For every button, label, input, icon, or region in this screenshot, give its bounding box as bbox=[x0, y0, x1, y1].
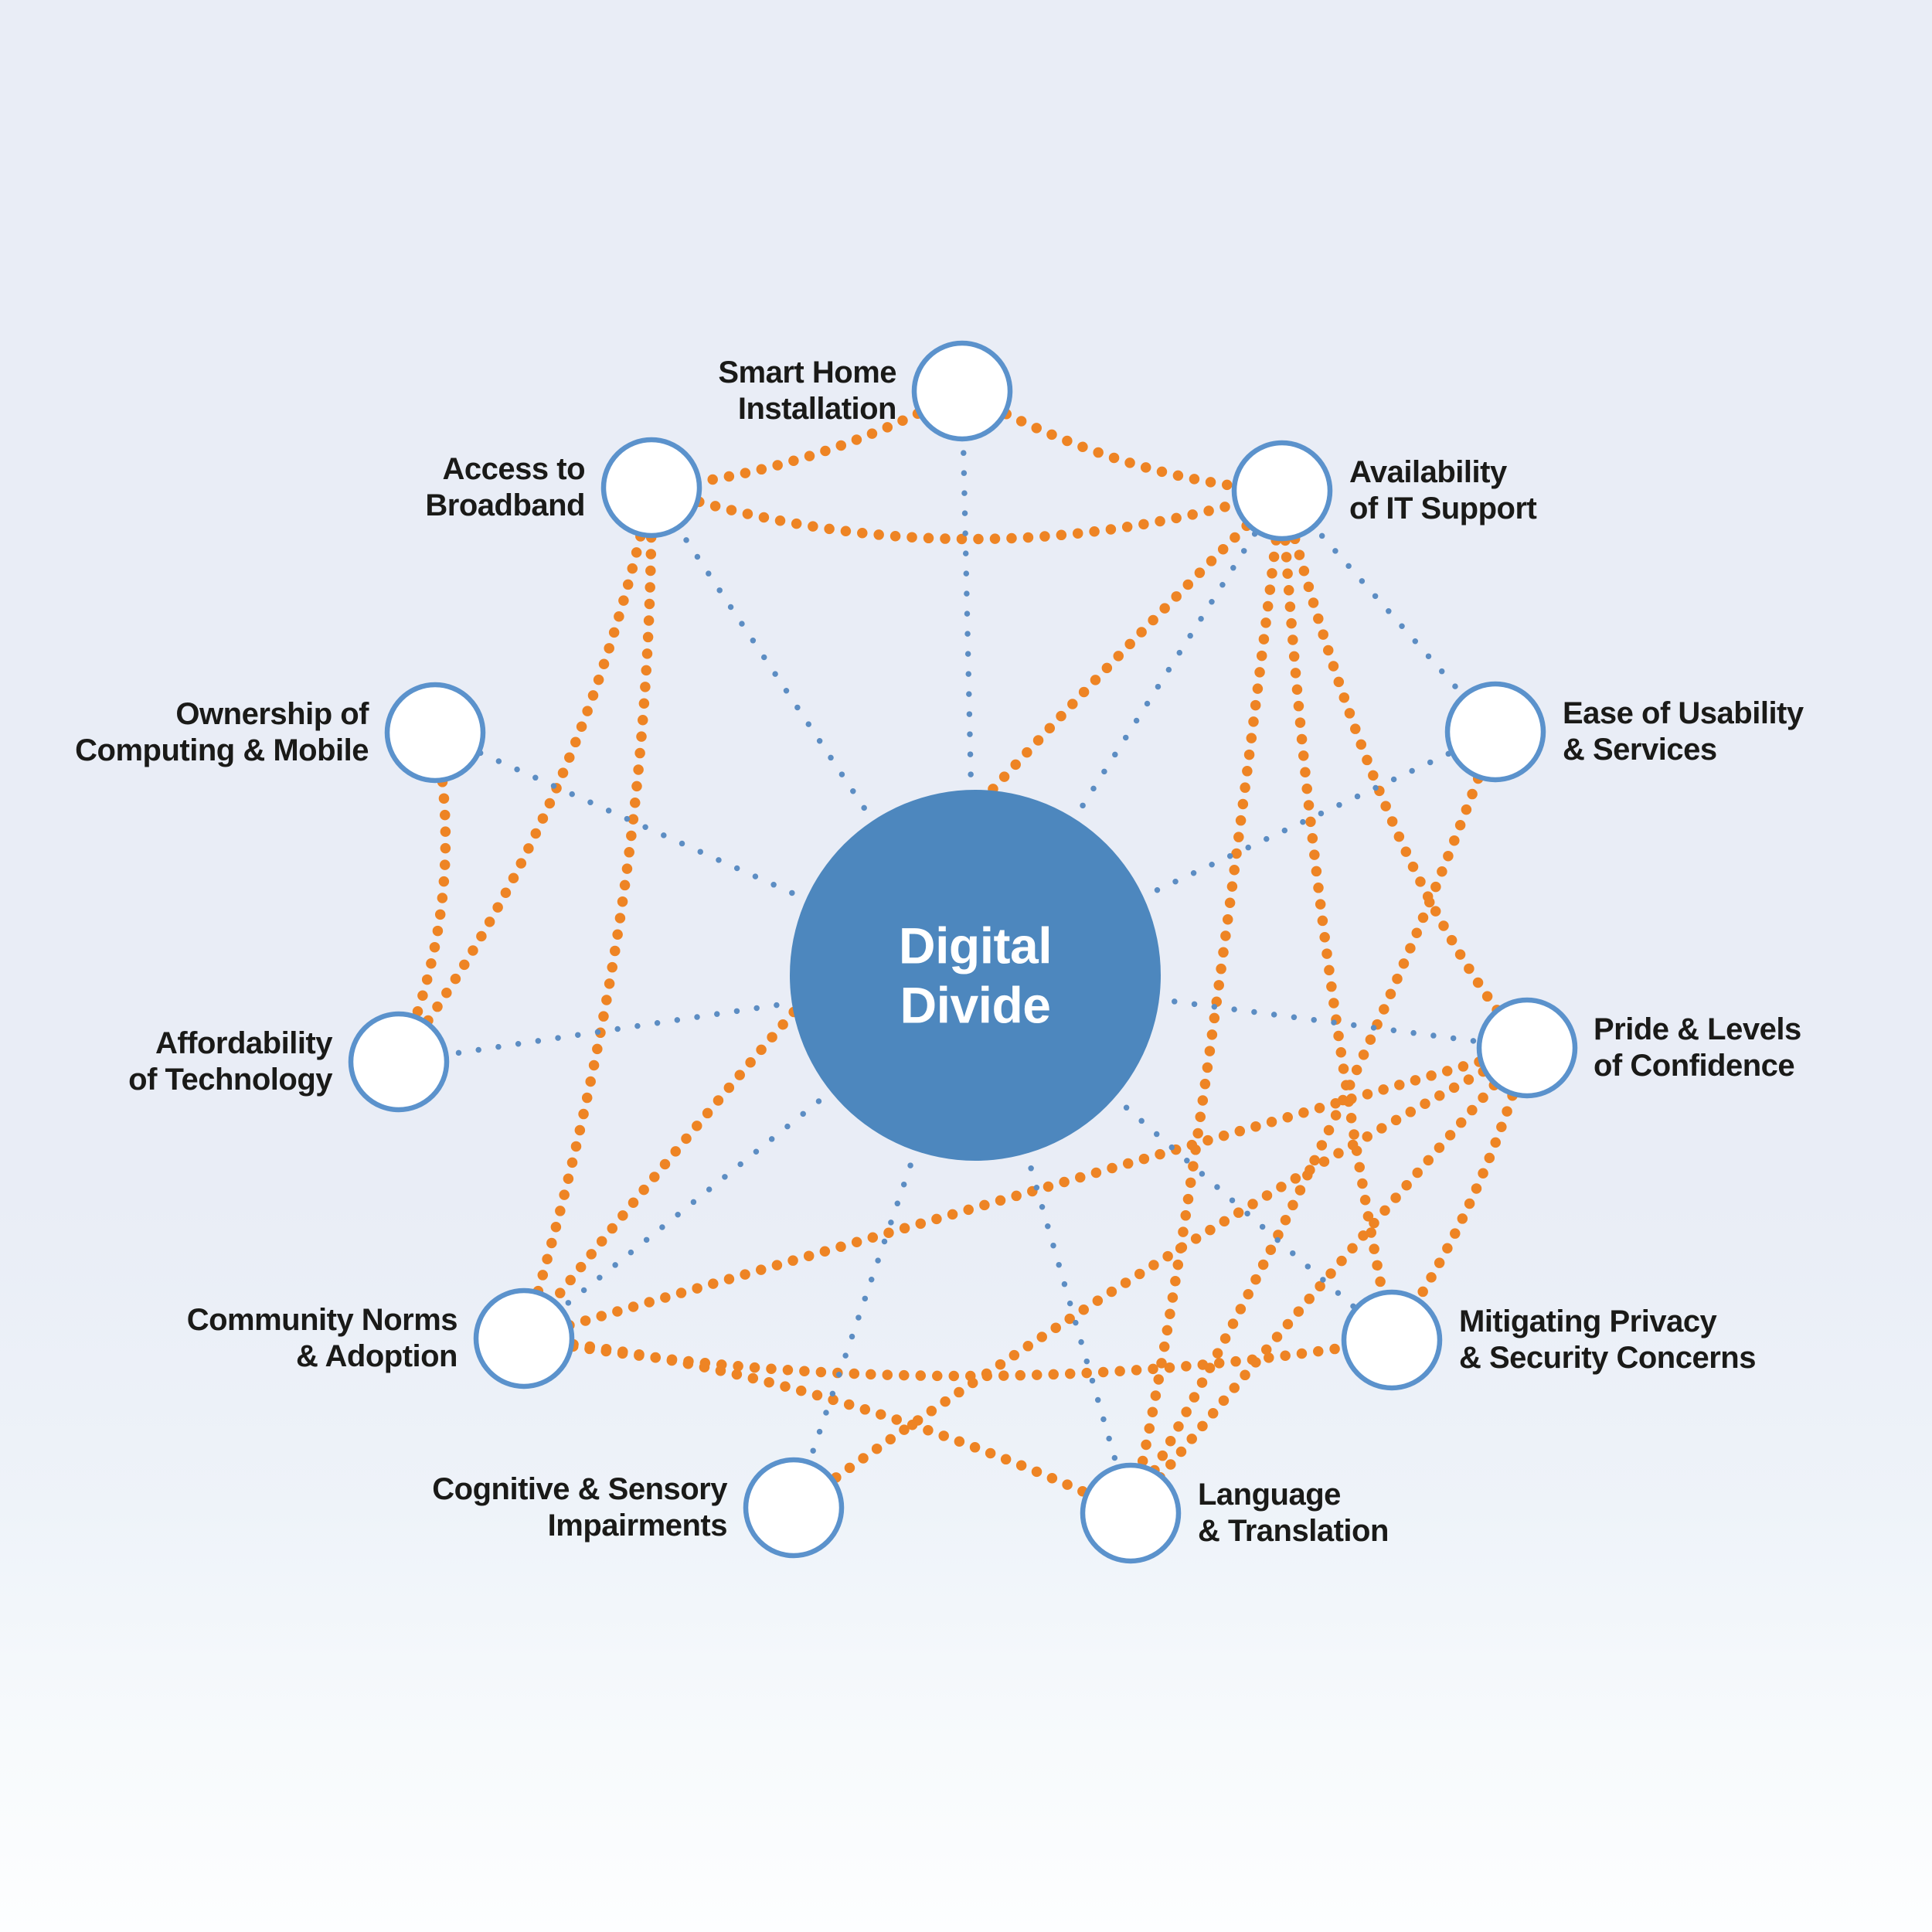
edge-pride-cognitive bbox=[788, 1043, 1532, 1513]
node-label-access-line2: Broadband bbox=[425, 488, 585, 522]
node-label-smart-home-line2: Installation bbox=[737, 392, 897, 426]
node-circle-pride bbox=[1476, 997, 1578, 1099]
node-label-ownership-line1: Ownership of bbox=[175, 696, 369, 731]
node-label-community-line2: & Adoption bbox=[295, 1339, 458, 1373]
nodes-layer bbox=[348, 340, 1578, 1564]
node-circle-availability bbox=[1231, 440, 1333, 542]
node-label-affordability-line2: of Technology bbox=[128, 1063, 332, 1097]
edge-center-smart-home bbox=[959, 388, 978, 978]
edge-availability-language bbox=[1125, 485, 1287, 1519]
edge-access-community bbox=[519, 482, 657, 1344]
node-label-mitigating-line2: & Security Concerns bbox=[1459, 1341, 1756, 1375]
node-circle-ownership bbox=[384, 682, 486, 784]
edge-availability-mitigating bbox=[1277, 485, 1397, 1345]
edge-availability-pride bbox=[1277, 485, 1532, 1053]
node-circle-ease bbox=[1444, 681, 1546, 783]
node-label-ease: Ease of Usability& Services bbox=[1563, 696, 1804, 768]
node-label-access-line1: Access to bbox=[442, 451, 586, 486]
center-label: Digital Divide bbox=[898, 916, 1053, 1034]
node-label-pride-line2: of Confidence bbox=[1594, 1049, 1795, 1083]
node-circle-community bbox=[473, 1287, 575, 1389]
node-label-ease-line1: Ease of Usability bbox=[1563, 696, 1804, 730]
node-label-language-line2: & Translation bbox=[1198, 1514, 1389, 1548]
node-label-community-line1: Community Norms bbox=[186, 1302, 458, 1337]
node-label-affordability-line1: Affordability bbox=[155, 1026, 333, 1060]
edge-community-language bbox=[519, 1333, 1136, 1519]
node-label-community: Community Norms& Adoption bbox=[186, 1302, 458, 1375]
node-label-availability-line1: Availability bbox=[1349, 454, 1507, 489]
edge-access-availability bbox=[646, 482, 1287, 545]
node-label-mitigating-line1: Mitigating Privacy bbox=[1459, 1304, 1717, 1338]
node-label-cognitive-line2: Impairments bbox=[547, 1509, 728, 1543]
node-label-cognitive-line1: Cognitive & Sensory bbox=[432, 1471, 727, 1506]
node-circle-access bbox=[600, 437, 702, 539]
node-circle-cognitive bbox=[743, 1457, 845, 1559]
edge-pride-language bbox=[1125, 1043, 1532, 1519]
node-label-availability-line2: of IT Support bbox=[1349, 492, 1537, 526]
node-circle-smart-home bbox=[911, 340, 1013, 442]
node-circle-language bbox=[1080, 1462, 1182, 1564]
edge-ease-language bbox=[1125, 726, 1501, 1519]
node-label-pride-line1: Pride & Levels bbox=[1594, 1012, 1801, 1046]
center-circle-digital-divide bbox=[790, 790, 1161, 1161]
edge-center-affordability bbox=[396, 972, 978, 1065]
center-label-line2: Divide bbox=[900, 976, 1051, 1033]
node-label-language-line1: Language bbox=[1198, 1477, 1341, 1512]
node-circle-mitigating bbox=[1341, 1289, 1443, 1391]
node-label-ownership-line2: Computing & Mobile bbox=[75, 733, 369, 767]
node-label-ease-line2: & Services bbox=[1563, 733, 1717, 767]
edge-center-access bbox=[648, 485, 978, 978]
node-label-language: Language& Translation bbox=[1198, 1477, 1389, 1549]
node-label-mitigating: Mitigating Privacy& Security Concerns bbox=[1459, 1304, 1756, 1376]
node-label-smart-home-line1: Smart Home bbox=[718, 355, 896, 389]
center-label-line1: Digital bbox=[898, 917, 1053, 975]
node-circle-affordability bbox=[348, 1011, 450, 1113]
